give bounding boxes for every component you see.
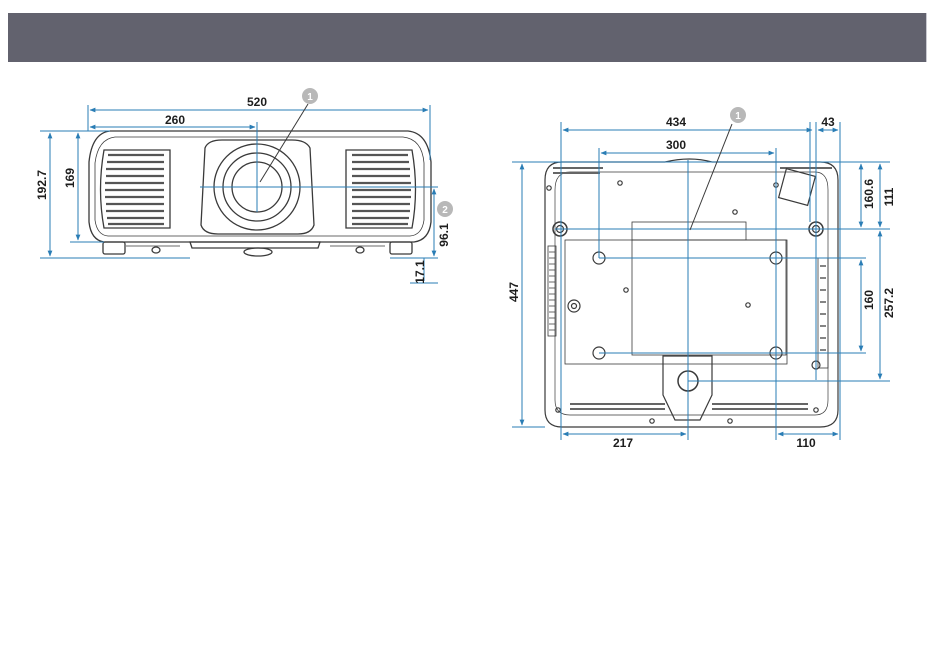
callout-1-bottom: 1 xyxy=(730,107,746,123)
callout-1-label: 1 xyxy=(307,92,313,103)
projector-bottom-outline xyxy=(545,159,838,427)
dim-right-offset: 43 xyxy=(821,115,835,129)
callout-2-label: 2 xyxy=(442,205,448,216)
callout-1-bottom-label: 1 xyxy=(735,111,741,122)
dim-front-to-hole: 160.6 xyxy=(862,179,876,209)
projector-front-outline xyxy=(89,131,431,256)
front-view: 520 260 192.7 169 96.1 17.1 1 2 xyxy=(35,88,453,284)
dim-body-height: 169 xyxy=(63,168,77,188)
dim-total-height: 192.7 xyxy=(35,170,49,200)
dim-foot-to-right: 110 xyxy=(796,436,816,450)
dim-lens-center-x: 260 xyxy=(165,113,185,127)
callout-1-leader xyxy=(260,104,308,182)
dim-front-to-mount: 111 xyxy=(882,187,896,206)
bottom-dimension-lines xyxy=(512,122,890,440)
dim-mount-span-x: 434 xyxy=(666,115,686,129)
dim-hole-span-y: 160 xyxy=(862,290,876,310)
callout-1-bottom-leader xyxy=(690,124,732,230)
bottom-view: 434 43 300 447 160.6 111 160 257.2 217 1… xyxy=(507,107,896,450)
dim-total-depth: 447 xyxy=(507,282,521,302)
dim-left-to-foot: 217 xyxy=(613,436,633,450)
dim-lens-center-height: 96.1 xyxy=(437,223,451,247)
dim-total-width: 520 xyxy=(247,95,267,109)
callout-1-front: 1 xyxy=(302,88,318,104)
dim-front-to-foot: 257.2 xyxy=(882,288,896,318)
front-dimension-lines xyxy=(40,105,438,283)
dim-foot-height: 17.1 xyxy=(413,260,427,284)
callout-2-front: 2 xyxy=(437,201,453,217)
dim-hole-span-x: 300 xyxy=(666,138,686,152)
